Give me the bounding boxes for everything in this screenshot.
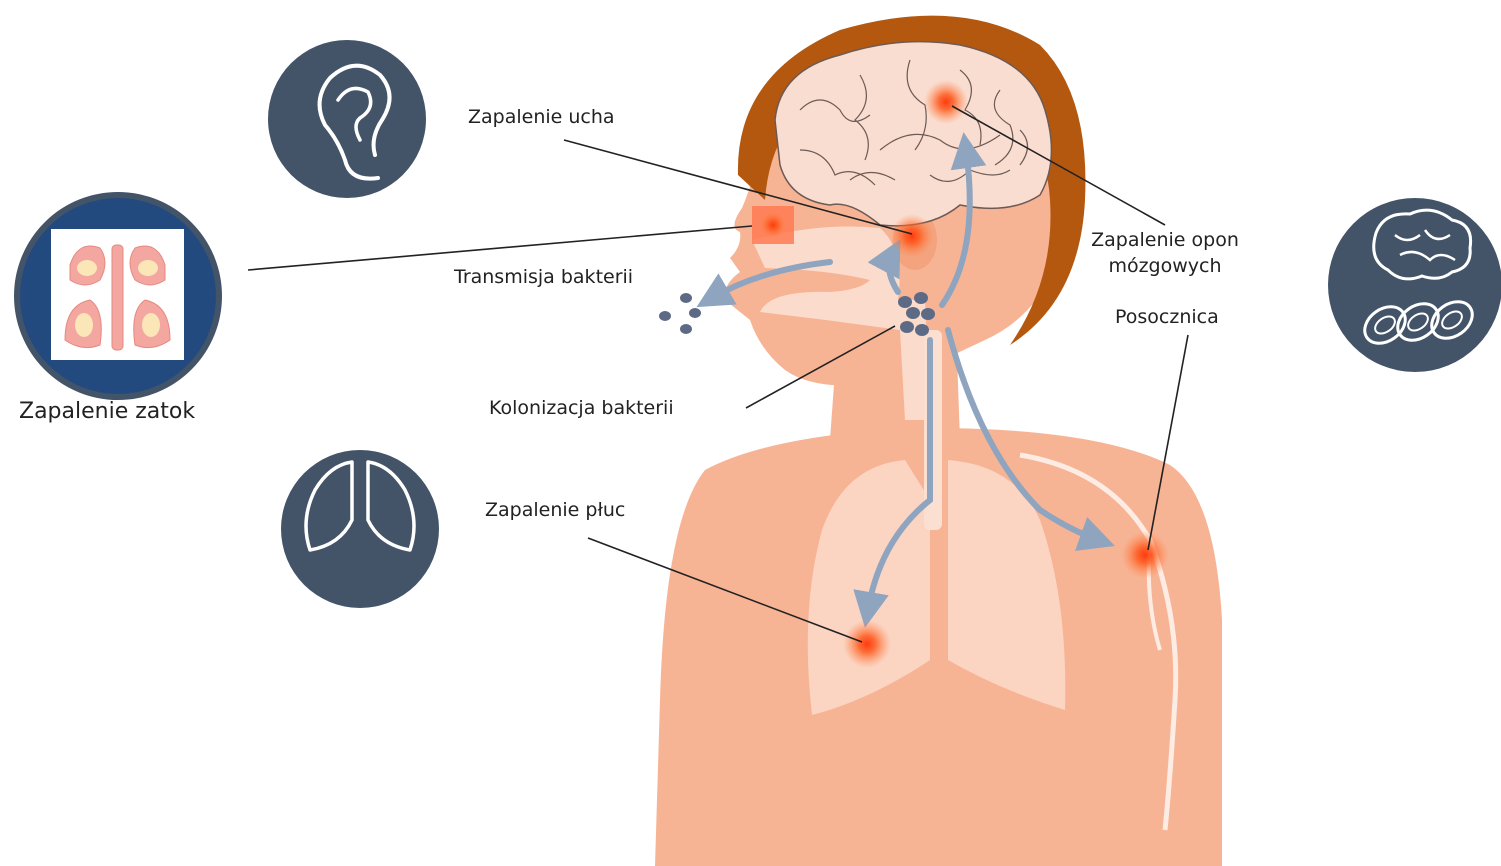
- infection-lung: [843, 620, 891, 668]
- label-meningitis-line2: mózgowych: [1080, 255, 1250, 279]
- child-figure: [655, 16, 1222, 866]
- infection-brain: [924, 80, 968, 124]
- infection-sinus-core: [759, 211, 787, 239]
- label-pneumonia: Zapalenie płuc: [485, 499, 625, 523]
- brain-blood-cells-icon: [1328, 198, 1501, 372]
- label-bacteria-transmission: Transmisja bakterii: [454, 266, 633, 290]
- leader-sinus: [248, 226, 752, 270]
- label-meningitis: Zapalenie opon mózgowych: [1080, 229, 1250, 279]
- label-bacteria-colonization: Kolonizacja bakterii: [489, 397, 674, 421]
- infection-ear: [890, 214, 934, 258]
- label-ear-infection: Zapalenie ucha: [468, 106, 615, 130]
- ear-icon: [268, 40, 426, 198]
- label-sepsis: Posocznica: [1115, 306, 1219, 330]
- label-sinusitis: Zapalenie zatok: [19, 398, 195, 426]
- infection-arm: [1121, 531, 1169, 579]
- lungs-icon: [281, 450, 439, 608]
- brain: [775, 42, 1051, 226]
- label-meningitis-line1: Zapalenie opon: [1080, 229, 1250, 253]
- sinus-icon: [17, 195, 219, 397]
